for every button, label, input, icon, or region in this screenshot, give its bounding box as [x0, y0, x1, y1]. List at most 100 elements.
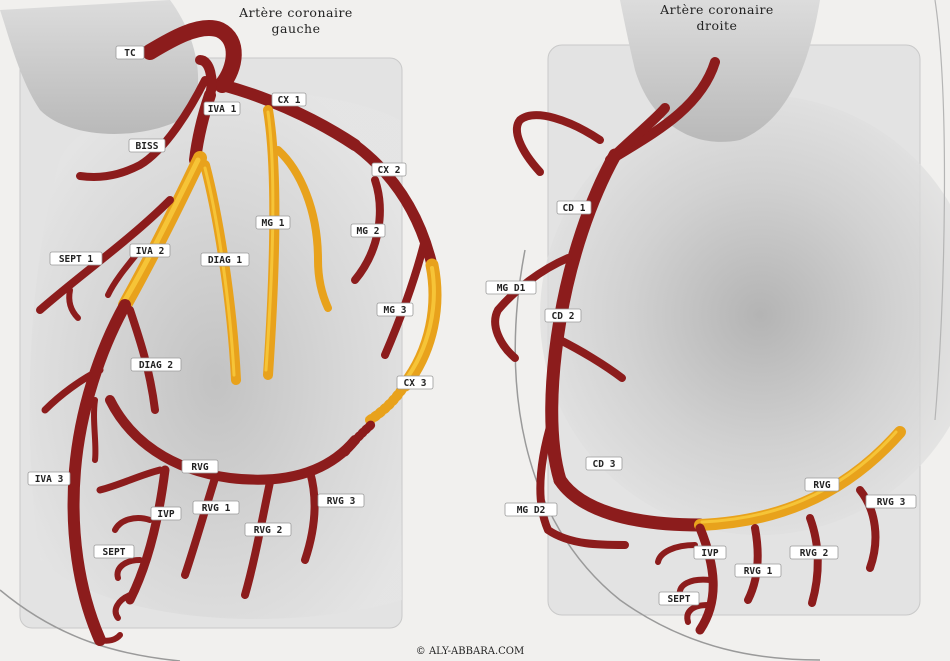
diag2-branch	[126, 306, 159, 414]
ivp-label: IVP	[157, 509, 174, 520]
rvg-label: RVG	[191, 462, 208, 473]
sept-curl-2	[114, 557, 143, 581]
sept-curl-3	[112, 592, 133, 621]
right-panel: Artère coronaire droite	[485, 0, 950, 661]
cx1-segment	[216, 79, 361, 151]
mg1-sub	[274, 146, 332, 312]
rvg3-branch	[301, 468, 319, 564]
rvg2-label: RVG 2	[254, 525, 283, 536]
ivp-right-branch	[695, 523, 718, 635]
mg1-label: MG 1	[262, 218, 285, 229]
rvg1-branch	[181, 474, 219, 579]
right-label-cd1: CD 1	[556, 200, 592, 215]
right-label-mgd1: MG D1	[485, 280, 537, 295]
ivp-right-label: IVP	[701, 548, 718, 559]
sept1-branch	[36, 196, 174, 314]
left-label-diag2: DIAG 2	[130, 357, 182, 372]
iva3-mid-branch	[91, 397, 99, 463]
left-outline-curve	[0, 589, 181, 661]
rvg3-label: RVG 3	[327, 496, 356, 507]
left-heart-silhouette	[29, 92, 402, 620]
diag2-label: DIAG 2	[139, 360, 173, 371]
sept-curl-1	[112, 515, 153, 533]
sept-right-label: SEPT	[668, 594, 691, 605]
diag1-label: DIAG 1	[208, 255, 243, 266]
rvg-right-highlight	[700, 430, 898, 524]
iva2-label: IVA 2	[136, 246, 165, 257]
left-label-cx2: CX 2	[371, 162, 407, 177]
iva3-segment	[67, 299, 131, 646]
cd1-label: CD 1	[563, 203, 586, 214]
left-label-iva3: IVA 3	[27, 471, 71, 486]
left-label-rvg1: RVG 1	[192, 500, 240, 515]
rvg-right-label: RVG	[813, 480, 830, 491]
mgd1-label: MG D1	[497, 283, 526, 294]
sept1-sub	[66, 287, 81, 321]
iva1-label: IVA 1	[208, 104, 237, 115]
left-label-mg3: MG 3	[376, 302, 414, 317]
left-panel: Artère coronaire gauche	[0, 0, 442, 661]
rvg-arc	[105, 395, 360, 485]
sept1-label: SEPT 1	[59, 254, 94, 265]
left-label-tc: TC	[115, 45, 145, 60]
cx2-segment	[349, 139, 438, 271]
left-label-iva1: IVA 1	[203, 101, 241, 116]
left-label-mg1: MG 1	[255, 215, 291, 230]
mg2-label: MG 2	[357, 226, 380, 237]
right-heart-silhouette	[540, 95, 950, 535]
biss-branch	[76, 76, 209, 181]
biss-label: BISS	[136, 141, 159, 152]
left-label-sept: SEPT	[93, 544, 135, 559]
mgd2-branch	[536, 416, 629, 549]
right-label-cd2: CD 2	[544, 308, 582, 323]
iva3-left-branch	[41, 366, 104, 414]
left-artery-tree	[36, 20, 442, 646]
rvg2-right-branch	[806, 514, 822, 607]
cd-conal-branch	[512, 111, 604, 176]
copyright-text: © ALY-ABBARA.COM	[416, 646, 524, 657]
cd1-segment	[553, 148, 622, 327]
rvg2-right-label: RVG 2	[800, 548, 829, 559]
sept-label: SEPT	[103, 547, 126, 558]
right-label-mgd2: MG D2	[504, 502, 558, 517]
left-main-tc	[142, 20, 242, 93]
left-label-cx1: CX 1	[271, 92, 307, 107]
left-label-sept1: SEPT 1	[49, 251, 103, 266]
left-label-rvg2: RVG 2	[244, 522, 292, 537]
iva2-highlight	[122, 157, 201, 303]
rvg-dashed	[340, 419, 377, 457]
right-label-rvg: RVG	[804, 477, 840, 492]
cd2-label: CD 2	[552, 311, 575, 322]
cx2-label: CX 2	[378, 165, 401, 176]
right-aorta-shape	[620, 0, 820, 142]
rvg3-right-label: RVG 3	[877, 497, 906, 508]
iva3-label: IVA 3	[35, 474, 64, 485]
left-label-biss: BISS	[128, 138, 166, 153]
rvg1-label: RVG 1	[202, 503, 231, 514]
right-title-line1: Artère coronaire	[659, 2, 774, 17]
right-outline-curve-2	[934, 0, 946, 421]
cx1-label: CX 1	[278, 95, 301, 106]
left-label-iva2: IVA 2	[129, 243, 171, 258]
mg3-branch	[381, 236, 429, 359]
rvg-right-segment	[694, 426, 906, 531]
left-title-line1: Artère coronaire	[238, 5, 353, 20]
mgd2-label: MG D2	[517, 505, 546, 516]
cd2-side-branch	[556, 336, 626, 382]
right-label-cd3: CD 3	[585, 456, 623, 471]
right-label-rvg3: RVG 3	[865, 494, 917, 509]
left-label-ivp: IVP	[150, 506, 182, 521]
left-label-cx3: CX 3	[396, 375, 434, 390]
rvg-left-branch	[96, 466, 164, 494]
left-label-rvg: RVG	[181, 459, 219, 474]
left-label-mg2: MG 2	[350, 223, 386, 238]
rvg2-branch	[241, 478, 274, 599]
left-label-rvg3: RVG 3	[317, 493, 365, 508]
left-title-line2: gauche	[272, 21, 321, 36]
right-label-rvg2: RVG 2	[789, 545, 839, 560]
right-label-rvg1: RVG 1	[734, 563, 782, 578]
rvg3-right-branch	[856, 486, 880, 572]
ivp-branch	[125, 465, 170, 605]
